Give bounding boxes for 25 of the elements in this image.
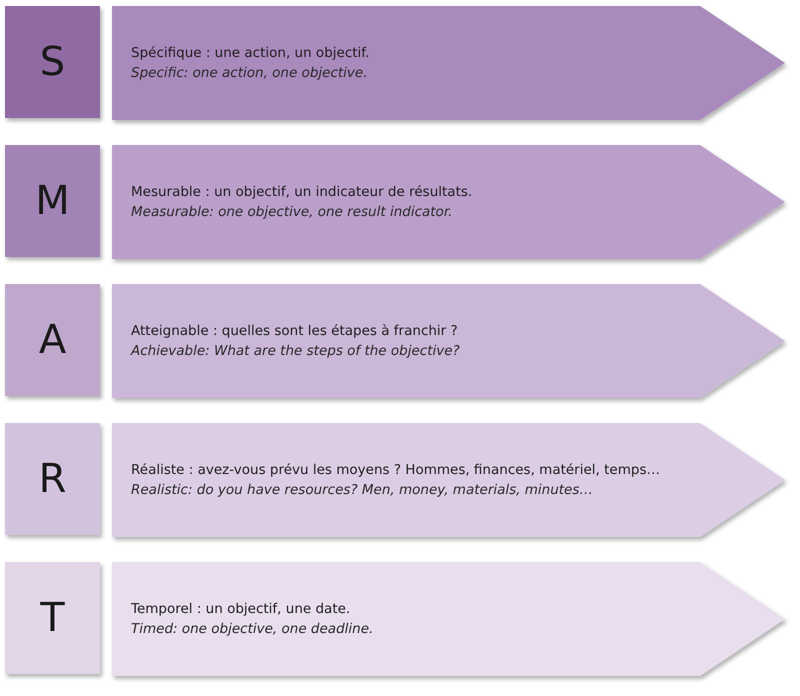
letter-tile — [5, 423, 100, 535]
letter-tile — [5, 562, 100, 674]
english-description: Realistic: do you have resources? Men, money, materials, minutes… — [131, 481, 594, 500]
arrow-banner — [112, 145, 785, 259]
letter-tile — [5, 145, 100, 257]
english-description: Specific: one action, one objective. — [131, 64, 369, 83]
french-description: Atteignable : quelles sont les étapes à franchir ? — [131, 322, 459, 341]
letter: S — [40, 39, 66, 85]
letter: T — [40, 595, 65, 641]
english-description: Measurable: one objective, one result indicator. — [131, 203, 454, 222]
arrow-banner — [112, 284, 785, 398]
letter-tile — [5, 284, 100, 396]
letter: M — [35, 178, 70, 224]
french-description: Temporel : un objectif, une date. — [131, 600, 352, 619]
letter: A — [38, 317, 66, 363]
french-description: Mesurable : un objectif, un indicateur de résultats. — [131, 183, 474, 202]
letter: R — [38, 456, 66, 502]
english-description: Timed: one objective, one deadline. — [131, 620, 374, 639]
arrow-banner — [112, 562, 785, 676]
english-description: Achievable: What are the steps of the objective? — [131, 342, 461, 361]
french-description: Spécifique : une action, un objectif. — [131, 44, 370, 63]
letter-tile — [5, 6, 100, 118]
arrow-banner — [112, 423, 785, 537]
french-description: Réaliste : avez-vous prévu les moyens ? Hommes, finances, matériel, temps… — [131, 461, 661, 480]
arrow-banner — [112, 6, 785, 120]
